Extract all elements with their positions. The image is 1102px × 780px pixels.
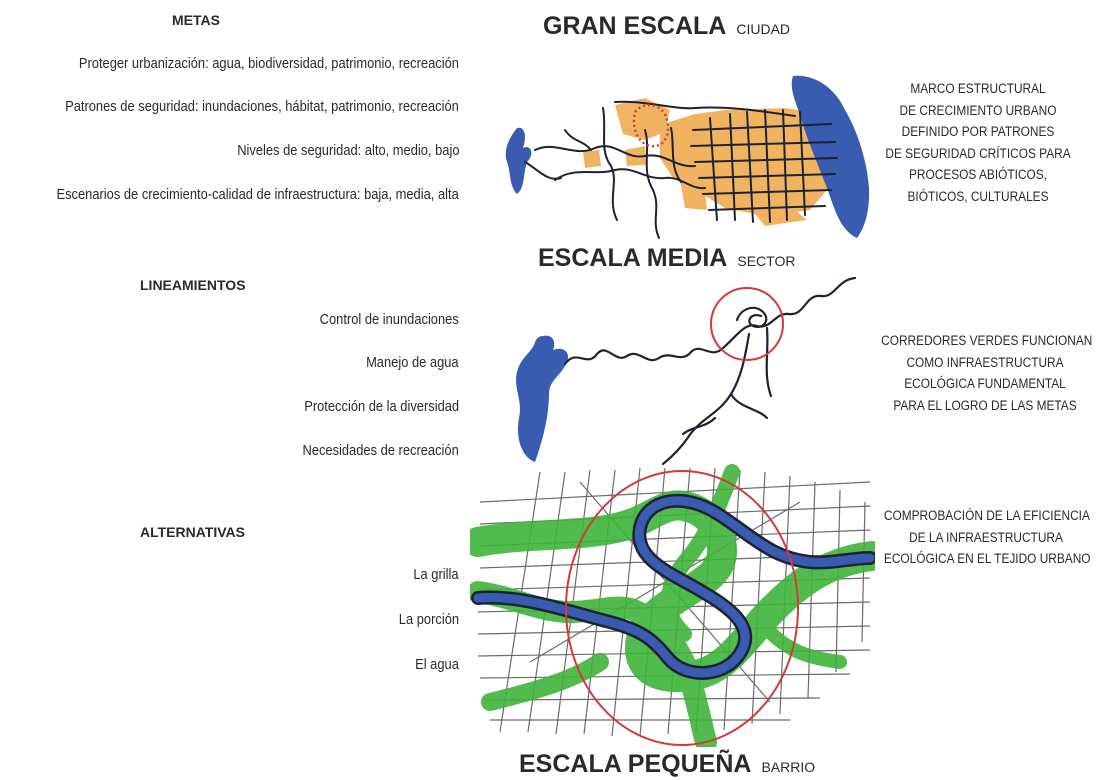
note-line: ECOLÓGICA EN EL TEJIDO URBANO xyxy=(883,551,1091,566)
alternative-item: La porción xyxy=(398,611,459,628)
note-line: DE CRECIMIENTO URBANO xyxy=(899,102,1057,118)
urban-area xyxy=(583,98,833,226)
scale-title-medium-text: ESCALA MEDIA xyxy=(538,244,728,272)
sector-scale-sketch xyxy=(516,276,857,466)
analysis-circle xyxy=(565,470,799,746)
note-line: COMPROBACIÓN DE LA EFICIENCIA xyxy=(883,508,1090,523)
note-small: COMPROBACIÓN DE LA EFICIENCIA DE LA INFR… xyxy=(883,505,1091,570)
alternatives-heading: ALTERNATIVAS xyxy=(140,524,245,540)
scale-title-small: ESCALA PEQUEÑA BARRIO xyxy=(519,750,815,779)
alternative-item: La grilla xyxy=(413,566,459,583)
guideline-item: Necesidades de recreación xyxy=(302,442,459,459)
scale-title-large-text: GRAN ESCALA xyxy=(543,12,727,40)
goals-heading: METAS xyxy=(172,12,220,28)
guideline-item: Manejo de agua xyxy=(366,354,459,371)
scale-sub-small: BARRIO xyxy=(761,759,816,775)
note-line: PROCESOS ABIÓTICOS, xyxy=(909,167,1047,182)
lake-shape xyxy=(516,335,569,462)
goal-item: Escenarios de crecimiento-calidad de inf… xyxy=(56,186,459,203)
guideline-item: Control de inundaciones xyxy=(319,311,459,328)
note-medium: CORREDORES VERDES FUNCIONAN COMO INFRAES… xyxy=(881,330,1093,416)
scale-title-large: GRAN ESCALA CIUDAD xyxy=(543,12,790,41)
note-line: DE LA INFRAESTRUCTURA xyxy=(909,529,1063,545)
note-line: BIÓTICOS, CULTURALES xyxy=(907,188,1049,204)
note-large: MARCO ESTRUCTURAL DE CRECIMIENTO URBANO … xyxy=(883,78,1073,207)
goal-item: Niveles de seguridad: alto, medio, bajo xyxy=(236,142,459,159)
guidelines-heading: LINEAMIENTOS xyxy=(140,277,246,293)
focus-circle xyxy=(710,287,784,361)
note-line: ECOLÓGICA FUNDAMENTAL xyxy=(904,376,1066,391)
river-water xyxy=(473,496,875,678)
note-line: DE SEGURIDAD CRÍTICOS PARA xyxy=(885,145,1071,161)
goal-item: Patrones de seguridad: inundaciones, háb… xyxy=(65,98,459,115)
scale-title-medium: ESCALA MEDIA SECTOR xyxy=(538,244,795,273)
goal-item: Proteger urbanización: agua, biodiversid… xyxy=(78,55,459,72)
guideline-item: Protección de la diversidad xyxy=(304,398,459,415)
note-line: MARCO ESTRUCTURAL xyxy=(910,81,1046,96)
note-line: COMO INFRAESTRUCTURA xyxy=(906,354,1064,370)
note-line: CORREDORES VERDES FUNCIONAN xyxy=(881,333,1093,348)
scale-sub-large: CIUDAD xyxy=(736,21,791,37)
note-line: DEFINIDO POR PATRONES xyxy=(901,124,1055,139)
alternative-item: El agua xyxy=(415,656,459,673)
neighborhood-scale-sketch xyxy=(470,464,875,747)
highlight-dotted-outline xyxy=(632,103,670,148)
note-line: PARA EL LOGRO DE LAS METAS xyxy=(893,397,1077,413)
green-corridors xyxy=(563,276,857,466)
street-grid xyxy=(524,100,838,239)
scale-sub-medium: SECTOR xyxy=(737,253,796,269)
sea-shape xyxy=(791,75,870,238)
scale-title-small-text: ESCALA PEQUEÑA xyxy=(519,750,752,778)
green-buffer xyxy=(470,464,875,747)
lagoon-shape xyxy=(505,127,532,194)
city-scale-sketch xyxy=(505,75,870,239)
